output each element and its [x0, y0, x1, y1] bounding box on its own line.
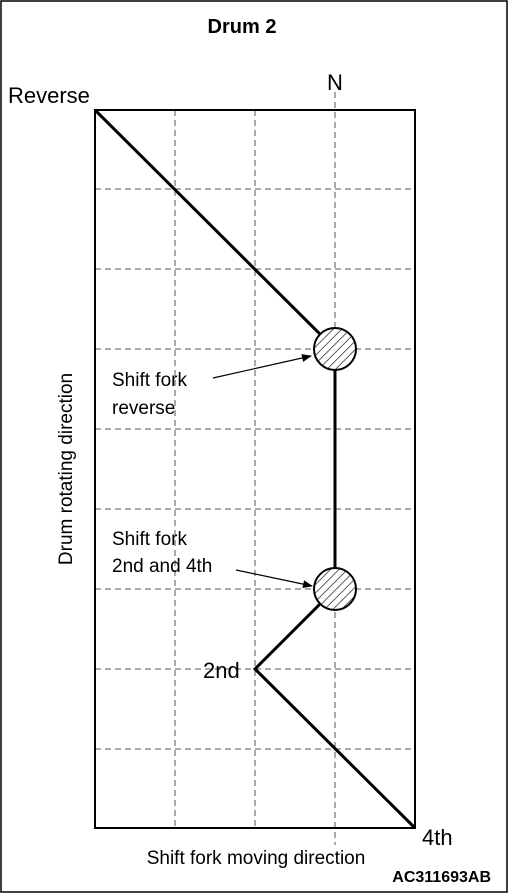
label-second: 2nd: [203, 658, 240, 683]
diagram-title: Drum 2: [208, 16, 277, 38]
callout-arrow-2nd-4th: [235, 569, 313, 589]
callout-arrow-reverse: [212, 354, 312, 379]
shift-fork-reverse-marker: [313, 327, 357, 371]
label-reverse: Reverse: [8, 83, 90, 108]
grid-lines: [95, 92, 415, 845]
callout-reverse-line-2: reverse: [112, 398, 175, 419]
drum-outline: [94, 109, 416, 829]
label-fourth: 4th: [422, 825, 453, 850]
shift-fork-2nd-4th-marker: [313, 567, 357, 611]
y-axis-label: Drum rotating direction: [56, 373, 77, 565]
label-neutral: N: [327, 70, 343, 95]
callout-2nd-4th-line-1: Shift fork: [112, 529, 187, 550]
x-axis-label: Shift fork moving direction: [147, 848, 366, 869]
figure-code: AC311693AB: [392, 869, 491, 886]
callout-2nd-4th-line-2: 2nd and 4th: [112, 556, 212, 577]
callout-reverse-line-1: Shift fork: [112, 370, 187, 391]
